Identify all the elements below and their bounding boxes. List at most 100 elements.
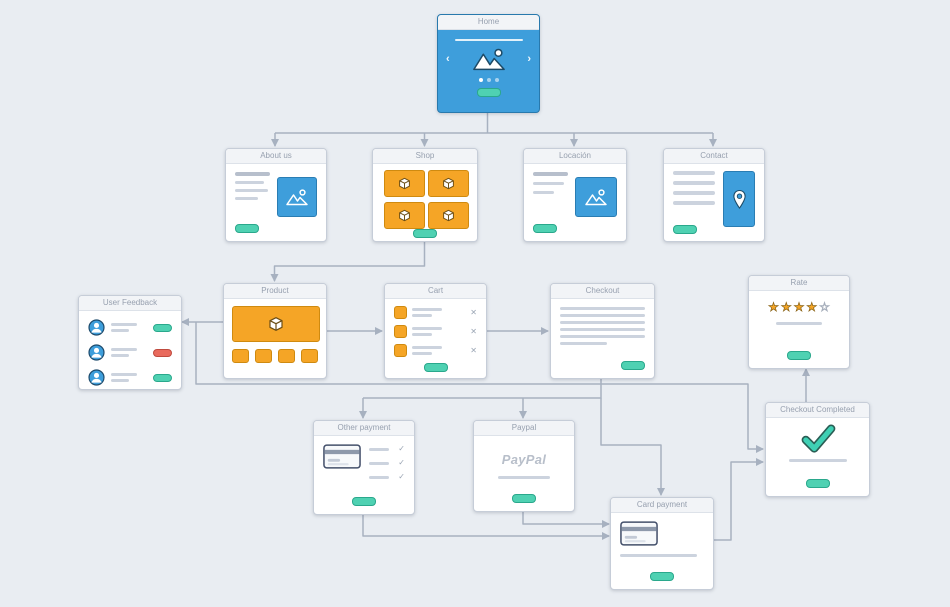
text-line bbox=[111, 348, 137, 351]
button-skeleton bbox=[533, 224, 557, 233]
product-thumbnail bbox=[278, 349, 295, 363]
node-other-payment-title: Other payment bbox=[314, 421, 414, 436]
product-thumbnail bbox=[255, 349, 272, 363]
product-thumbnail bbox=[383, 170, 425, 197]
node-checkout[interactable]: Checkout bbox=[550, 283, 655, 379]
payment-option-row: ✓ bbox=[369, 459, 405, 467]
product-thumbnail bbox=[394, 306, 407, 319]
text-line bbox=[235, 197, 258, 200]
node-rate-preview: ★★★★☆ bbox=[749, 291, 849, 368]
chevron-right-icon: › bbox=[527, 52, 531, 65]
text-line bbox=[111, 354, 129, 357]
text-line bbox=[111, 373, 137, 376]
text-line bbox=[235, 172, 270, 176]
text-line bbox=[369, 447, 389, 451]
node-card-payment[interactable]: Card payment bbox=[610, 497, 714, 590]
node-about-us-preview bbox=[226, 164, 326, 241]
button-skeleton bbox=[153, 373, 172, 382]
star-filled-icon: ★ bbox=[806, 300, 818, 314]
text-line bbox=[620, 554, 698, 557]
image-icon bbox=[585, 189, 607, 206]
dot-icon bbox=[494, 78, 499, 82]
node-about-us[interactable]: About us bbox=[225, 148, 327, 242]
text-line bbox=[111, 379, 129, 382]
dot-active-icon bbox=[478, 78, 483, 82]
product-thumbnail bbox=[301, 349, 318, 363]
node-cart[interactable]: Cart ✕ ✕ bbox=[384, 283, 487, 379]
node-home-preview: ‹ › bbox=[438, 30, 539, 112]
node-shop-title: Shop bbox=[373, 149, 477, 164]
star-rating[interactable]: ★★★★☆ bbox=[768, 300, 831, 314]
close-icon: ✕ bbox=[470, 307, 477, 317]
cube-icon bbox=[398, 209, 410, 222]
feedback-row bbox=[88, 319, 172, 336]
node-user-feedback-title: User Feedback bbox=[79, 296, 181, 311]
text-line bbox=[533, 191, 554, 194]
node-contact[interactable]: Contact bbox=[663, 148, 765, 242]
carousel-dots bbox=[478, 78, 499, 82]
check-icon: ✓ bbox=[398, 458, 405, 467]
credit-card-icon bbox=[323, 444, 361, 469]
text-line bbox=[412, 308, 442, 311]
credit-card-icon bbox=[620, 521, 658, 546]
node-checkout-preview bbox=[551, 299, 654, 378]
text-line bbox=[235, 189, 269, 192]
cart-item-row: ✕ bbox=[394, 306, 477, 319]
form-field-skeleton bbox=[673, 181, 715, 185]
form-field-skeleton bbox=[673, 201, 715, 205]
node-checkout-title: Checkout bbox=[551, 284, 654, 299]
text-line bbox=[560, 314, 645, 317]
button-skeleton bbox=[153, 323, 172, 332]
button-skeleton bbox=[650, 572, 674, 581]
node-location-title: Locación bbox=[524, 149, 626, 164]
button-skeleton bbox=[476, 88, 501, 97]
cube-icon bbox=[398, 177, 410, 190]
cube-icon bbox=[442, 177, 454, 190]
text-line bbox=[111, 323, 137, 326]
text-line bbox=[111, 329, 129, 332]
connector-home-bus bbox=[275, 111, 713, 134]
image-carousel: ‹ › bbox=[446, 46, 531, 72]
node-contact-preview bbox=[664, 164, 764, 241]
text-line bbox=[560, 335, 645, 338]
text-line bbox=[369, 461, 389, 465]
text-line bbox=[776, 322, 822, 325]
cart-item-row: ✕ bbox=[394, 325, 477, 338]
avatar-icon bbox=[88, 344, 105, 361]
node-product[interactable]: Product bbox=[223, 283, 327, 379]
node-rate[interactable]: Rate ★★★★☆ bbox=[748, 275, 850, 369]
node-other-payment[interactable]: Other payment ✓ ✓ bbox=[313, 420, 415, 515]
text-line bbox=[560, 321, 645, 324]
text-line bbox=[412, 346, 442, 349]
node-cart-title: Cart bbox=[385, 284, 486, 299]
button-skeleton bbox=[153, 348, 172, 357]
node-product-preview bbox=[224, 299, 326, 378]
image-thumbnail bbox=[575, 177, 617, 217]
button-skeleton bbox=[512, 494, 536, 503]
node-contact-title: Contact bbox=[664, 149, 764, 164]
product-thumbnail bbox=[232, 349, 249, 363]
text-line bbox=[498, 476, 550, 479]
text-line bbox=[560, 328, 645, 331]
node-paypal[interactable]: Paypal PayPal bbox=[473, 420, 575, 512]
location-pin-icon bbox=[732, 189, 746, 209]
node-checkout-completed-title: Checkout Completed bbox=[766, 403, 869, 418]
node-shop[interactable]: Shop bbox=[372, 148, 478, 242]
check-icon: ✓ bbox=[398, 472, 405, 481]
button-skeleton bbox=[621, 361, 645, 370]
star-filled-icon: ★ bbox=[780, 300, 792, 314]
dot-icon bbox=[486, 78, 491, 82]
product-thumbnail bbox=[427, 202, 469, 229]
checkmark-icon bbox=[801, 424, 835, 453]
node-user-feedback[interactable]: User Feedback bbox=[78, 295, 182, 390]
node-location[interactable]: Locación bbox=[523, 148, 627, 242]
node-checkout-completed[interactable]: Checkout Completed bbox=[765, 402, 870, 497]
node-home[interactable]: Home ‹ › bbox=[437, 14, 540, 113]
form-field-skeleton bbox=[673, 191, 715, 195]
text-line bbox=[235, 181, 265, 184]
connector-paypal-card-payment bbox=[522, 510, 610, 528]
button-skeleton bbox=[805, 479, 830, 488]
text-line bbox=[560, 307, 645, 310]
